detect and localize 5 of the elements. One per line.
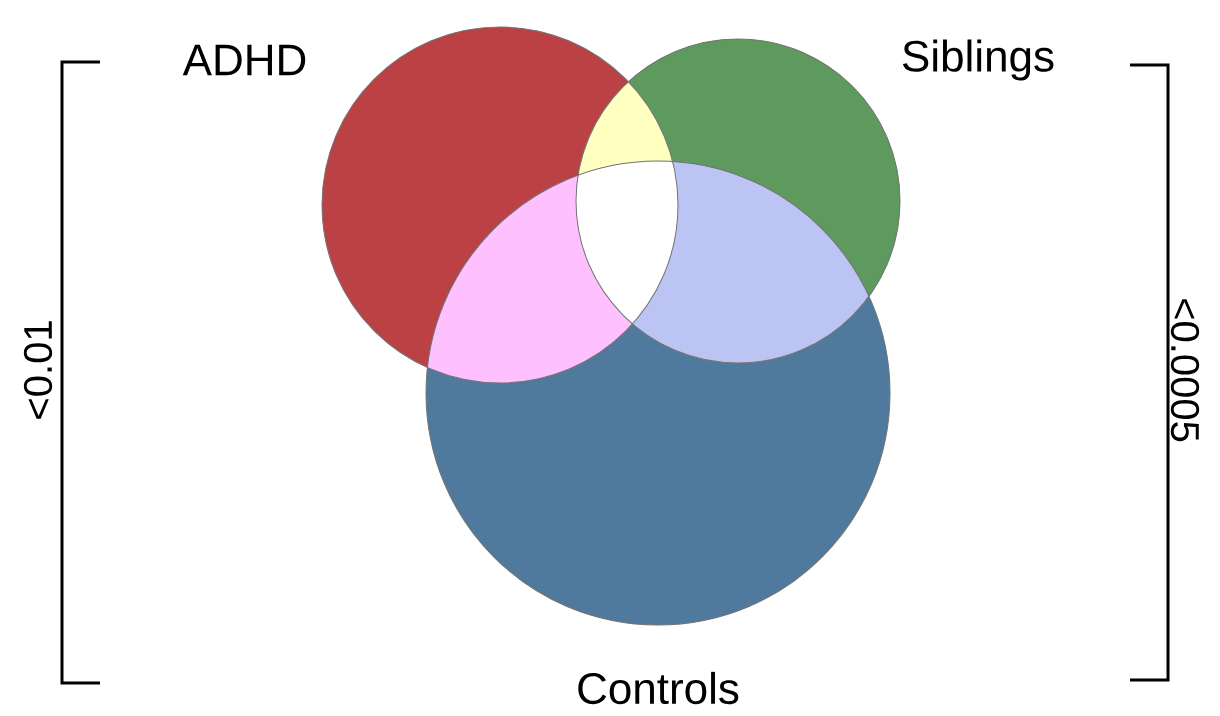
node-label: ADHD: [182, 44, 306, 76]
node-label: Controls: [578, 671, 739, 705]
node-label: Siblings: [902, 39, 1054, 81]
p-value-label: <0.01: [23, 321, 53, 419]
p-value-label: <0.0005: [1170, 299, 1200, 442]
